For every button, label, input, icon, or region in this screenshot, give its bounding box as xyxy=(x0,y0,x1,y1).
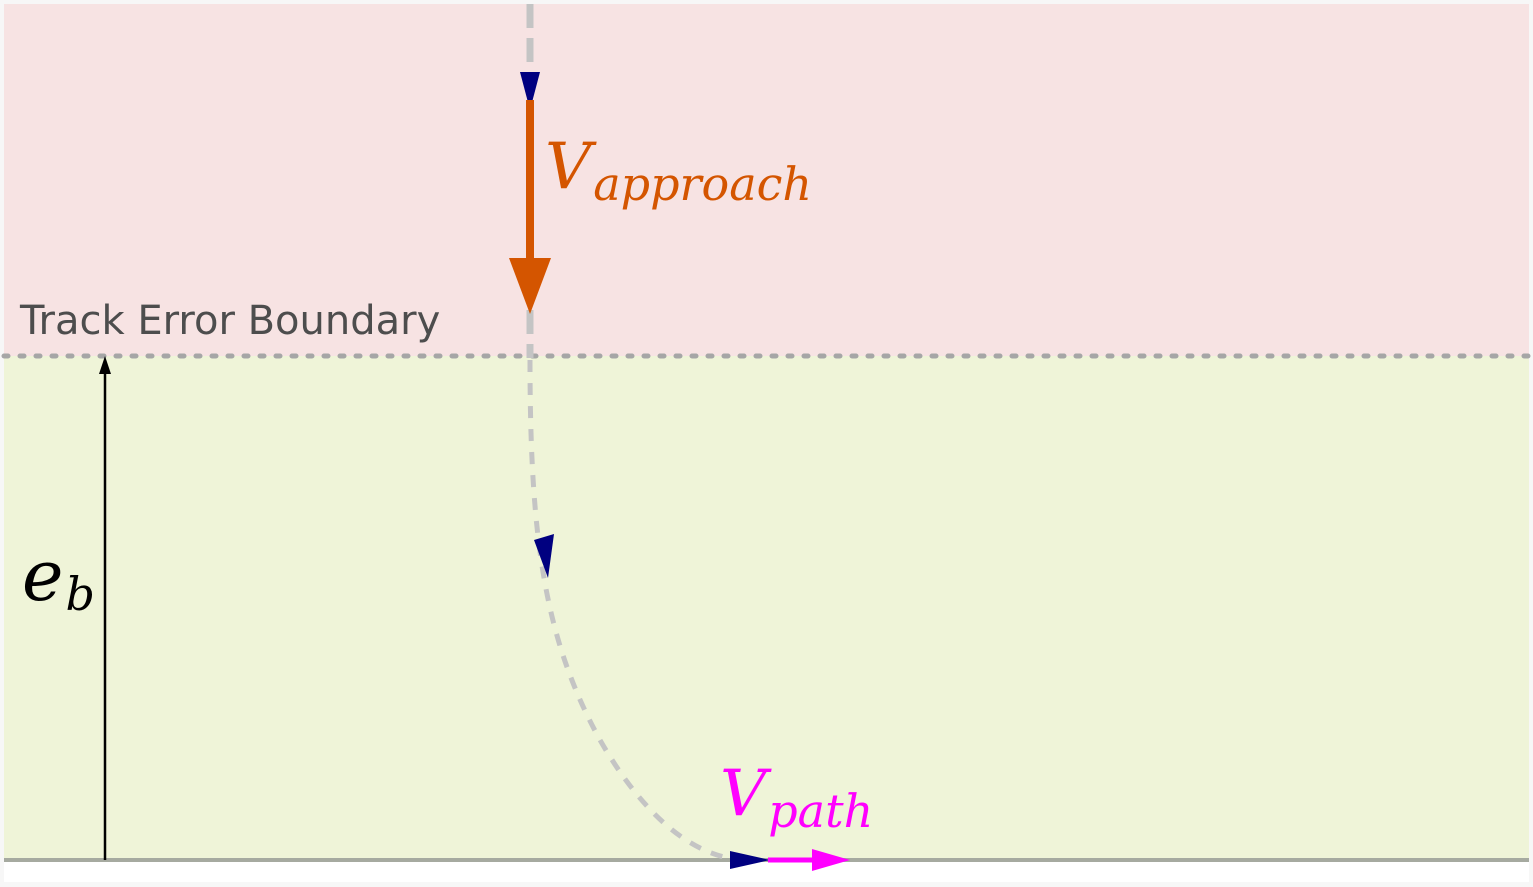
e-b-label-subscript: b xyxy=(65,567,94,621)
outside-boundary-region xyxy=(4,4,1529,356)
v-path-label-subscript: path xyxy=(768,784,873,838)
below-path-strip xyxy=(4,862,1529,882)
v-approach-arrowhead-icon xyxy=(509,258,551,314)
v-approach-label: Vapproach xyxy=(545,130,812,211)
v-path-label: Vpath xyxy=(720,757,873,838)
v-approach-label-subscript: approach xyxy=(593,157,812,211)
v-path-label-base: V xyxy=(720,757,772,831)
trajectory-arrow-top-icon xyxy=(520,72,540,110)
e-b-label-base: e xyxy=(22,535,63,617)
trajectory-arrow-middle-icon xyxy=(534,534,554,578)
e-b-label: eb xyxy=(22,535,95,621)
track-error-boundary-label: Track Error Boundary xyxy=(19,298,440,344)
e-b-arrowhead-icon xyxy=(99,356,111,374)
inside-boundary-region xyxy=(4,356,1529,860)
v-path-arrowhead-icon xyxy=(812,849,850,871)
v-approach-label-base: V xyxy=(545,130,597,204)
trajectory-arrow-bottom-icon xyxy=(730,851,770,869)
